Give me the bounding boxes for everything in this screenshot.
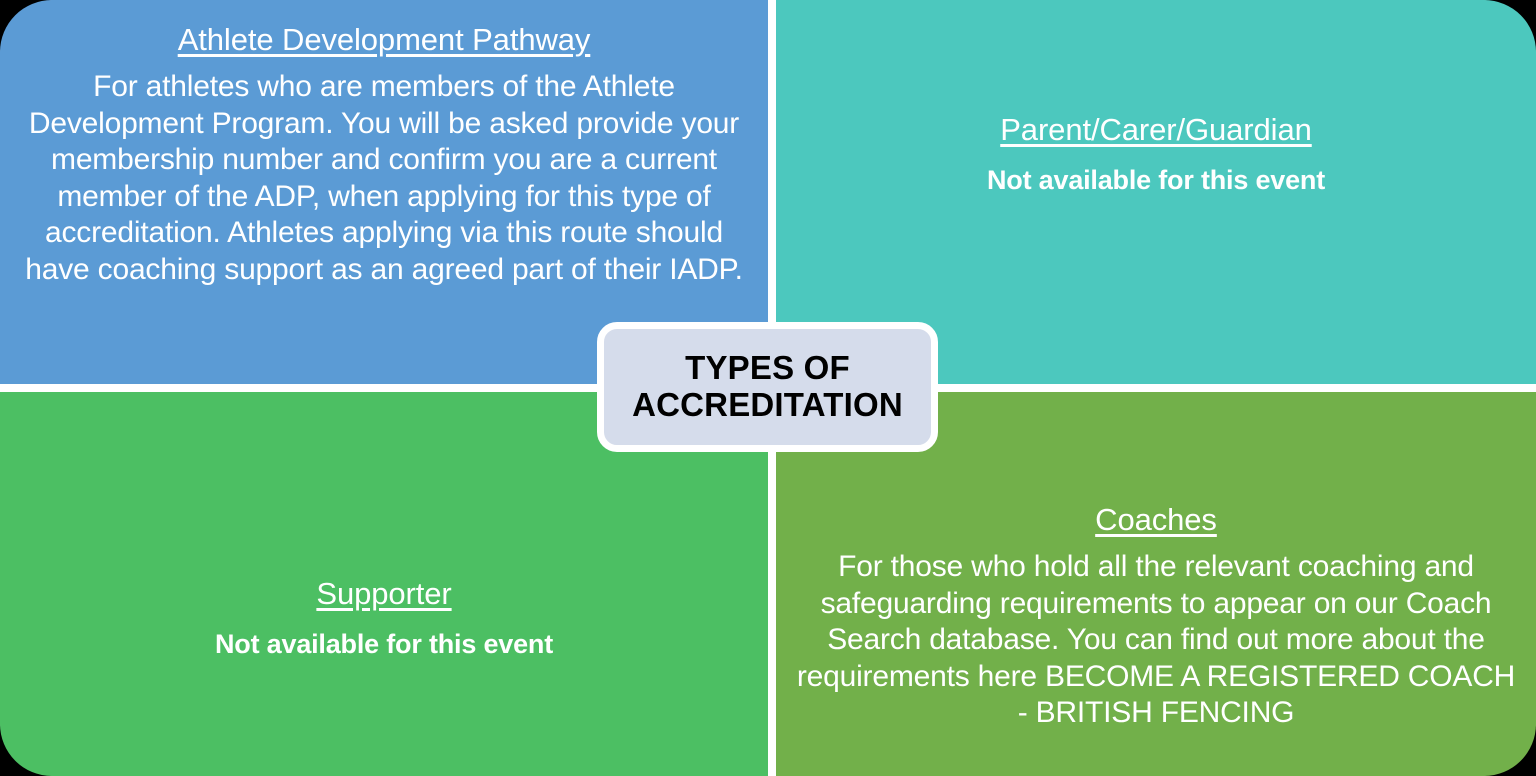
quadrant-parent-status: Not available for this event (987, 164, 1325, 195)
center-badge-text: TYPES OF ACCREDITATION (632, 349, 903, 424)
quadrant-coaches-title: Coaches (1095, 502, 1217, 537)
center-badge: TYPES OF ACCREDITATION (597, 322, 938, 452)
quadrant-adp-body: For athletes who are members of the Athl… (25, 69, 743, 286)
quadrant-coaches-content: Coaches For those who hold all the relev… (776, 392, 1536, 732)
quadrant-parent-carer-guardian: Parent/Carer/Guardian Not available for … (776, 0, 1536, 384)
quadrant-supporter-title: Supporter (316, 576, 452, 611)
quadrant-coaches-body: For those who hold all the relevant coac… (796, 549, 1516, 730)
quadrant-coaches: Coaches For those who hold all the relev… (776, 392, 1536, 776)
quadrant-supporter: Supporter Not available for this event (0, 392, 768, 776)
quadrant-supporter-status: Not available for this event (215, 628, 553, 659)
quadrant-adp-content: Athlete Development Pathway For athletes… (0, 0, 768, 289)
quadrant-parent-content: Parent/Carer/Guardian Not available for … (776, 0, 1536, 196)
quadrant-supporter-content: Supporter Not available for this event (0, 392, 768, 660)
center-badge-line-2: ACCREDITATION (632, 386, 903, 423)
center-badge-line-1: TYPES OF (685, 349, 850, 387)
quadrant-adp-title: Athlete Development Pathway (177, 22, 591, 57)
quadrant-parent-title: Parent/Carer/Guardian (1000, 112, 1312, 147)
quadrant-athlete-development-pathway: Athlete Development Pathway For athletes… (0, 0, 768, 384)
